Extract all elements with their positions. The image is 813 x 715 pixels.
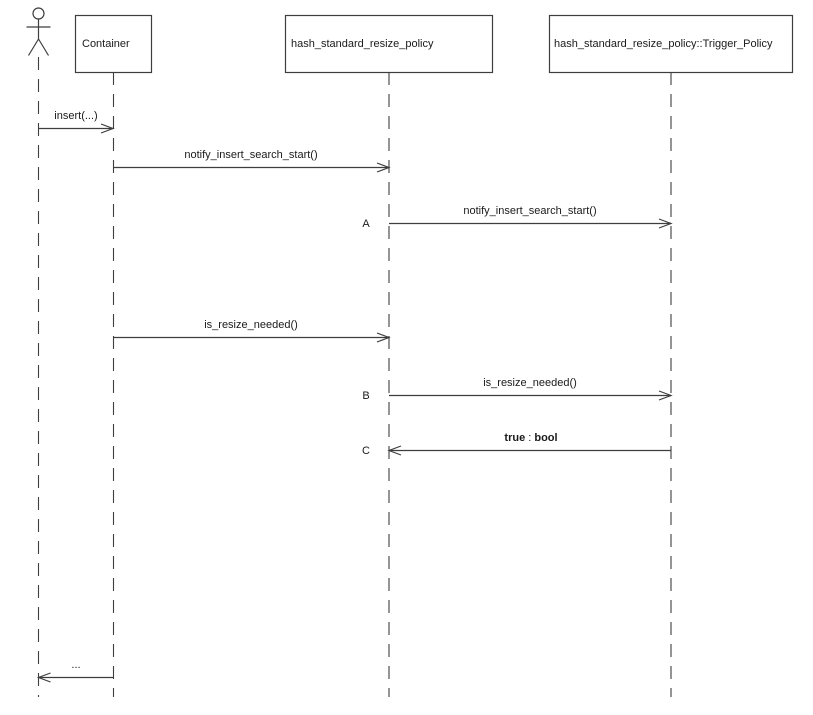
arrowhead-icon xyxy=(658,218,673,229)
participant-trigger-policy: hash_standard_resize_policy::Trigger_Pol… xyxy=(548,14,794,74)
lifelines xyxy=(37,57,672,697)
message-tag: B xyxy=(362,390,369,402)
message-label: notify_insert_search_start() xyxy=(184,149,317,161)
message-notify-insert-search-start-trigger: A notify_insert_search_start() xyxy=(362,205,673,230)
message-insert: insert(...) xyxy=(38,110,115,134)
arrowhead-icon xyxy=(376,162,391,173)
participant-box xyxy=(74,14,153,74)
message-label: true : bool xyxy=(504,432,557,444)
message-label: insert(...) xyxy=(54,110,97,122)
return-value: true xyxy=(504,432,525,444)
actor-head-icon xyxy=(32,7,45,20)
message-label: notify_insert_search_start() xyxy=(463,205,596,217)
return-type: bool xyxy=(534,432,557,444)
actor-user xyxy=(26,7,51,56)
participant-label: Container xyxy=(82,38,130,50)
participant-resize-policy: hash_standard_resize_policy xyxy=(284,14,494,74)
participant-label: hash_standard_resize_policy::Trigger_Pol… xyxy=(554,38,773,50)
participant-box xyxy=(548,14,794,74)
message-label: is_resize_needed() xyxy=(204,319,298,331)
message-return-ellipsis: ... xyxy=(36,659,114,683)
message-label: is_resize_needed() xyxy=(483,377,577,389)
arrowhead-icon xyxy=(36,672,51,683)
arrowhead-icon xyxy=(376,332,391,343)
message-label: ... xyxy=(71,659,80,671)
participant-container: Container xyxy=(74,14,153,74)
message-notify-insert-search-start: notify_insert_search_start() xyxy=(113,149,391,173)
message-return-true-bool: C true : bool xyxy=(362,432,671,457)
message-is-resize-needed: is_resize_needed() xyxy=(113,319,391,343)
message-tag: A xyxy=(362,218,370,230)
arrowhead-icon xyxy=(658,390,673,401)
participant-label: hash_standard_resize_policy xyxy=(291,38,434,50)
message-is-resize-needed-trigger: B is_resize_needed() xyxy=(362,377,673,402)
actor-left-leg-icon xyxy=(27,38,40,56)
message-tag: C xyxy=(362,445,370,457)
actor-right-leg-icon xyxy=(37,38,50,56)
participant-box xyxy=(284,14,494,74)
arrowhead-icon xyxy=(100,123,115,134)
arrowhead-icon xyxy=(387,445,402,456)
return-separator: : xyxy=(525,432,534,444)
